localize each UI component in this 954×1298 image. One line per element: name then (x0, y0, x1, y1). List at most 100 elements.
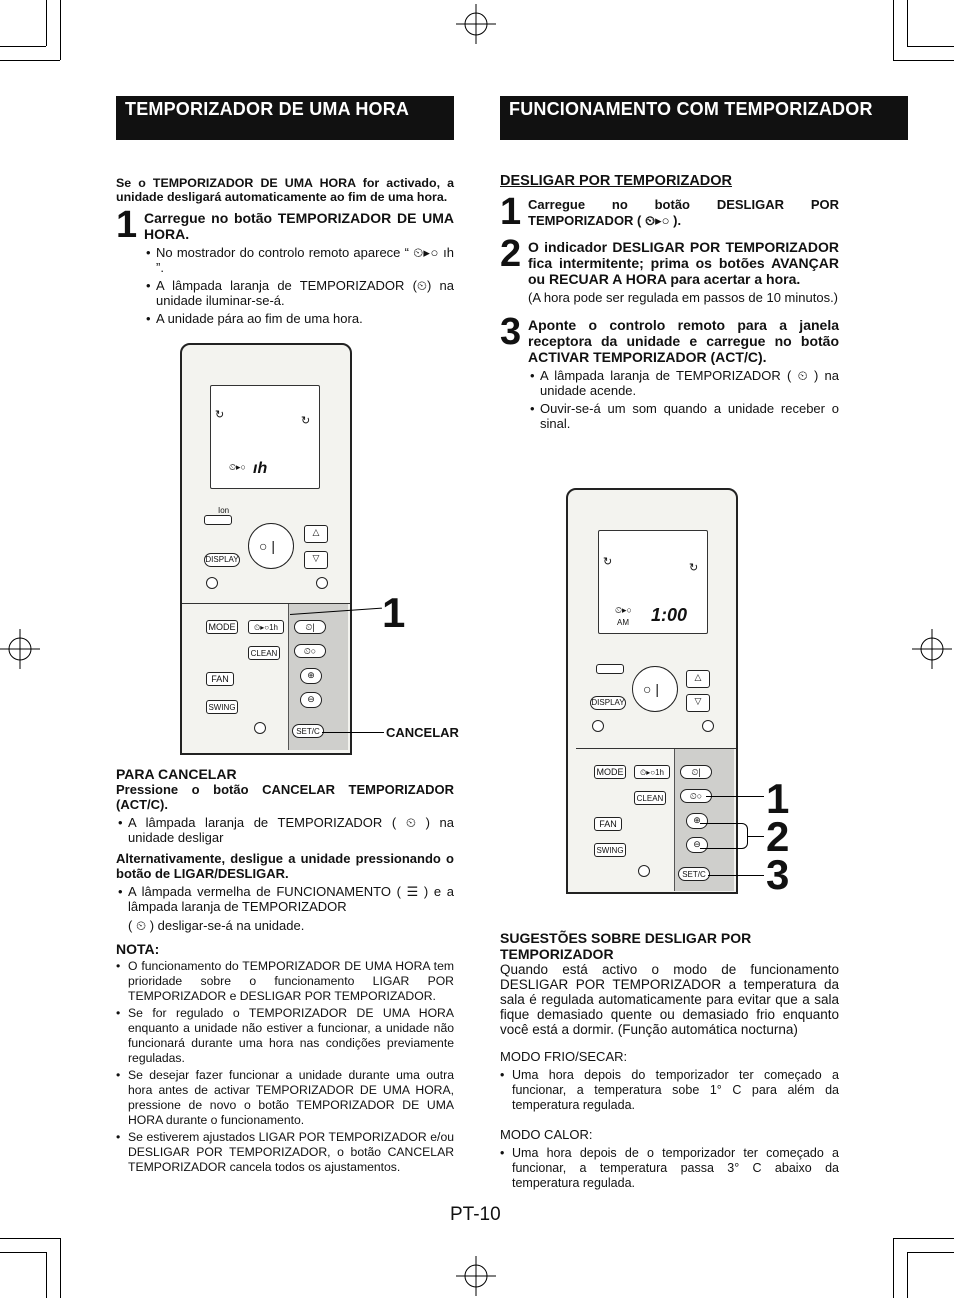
right-column: FUNCIONAMENTO COM TEMPORIZADOR DESLIGAR … (500, 96, 908, 431)
temp-up-button[interactable]: △ (686, 670, 710, 688)
crop-mark (46, 0, 47, 46)
lower-button-panel: MODE ⏲▸○1h CLEAN FAN SWING ⏲| ⏲○ ⊕ ⊖ SET… (576, 748, 736, 892)
nota-item: Se estiverem ajustados LIGAR POR TEMPORI… (116, 1130, 454, 1175)
timer-off-button[interactable]: ⏲| (294, 620, 326, 634)
page-number: PT-10 (450, 1204, 501, 1225)
round-button[interactable] (254, 722, 266, 734)
bullet: Ouvir-se-á um som quando a unidade receb… (528, 401, 839, 431)
mode-button[interactable]: MODE (206, 620, 238, 634)
mode-heading: MODO FRIO/SECAR: (500, 1049, 628, 1064)
left-column: TEMPORIZADOR DE UMA HORA Se o TEMPORIZAD… (116, 96, 454, 326)
remote-control-illustration: ↻ ↻ ⏲▸○ AM 1:00 DISPLAY ○ | △ ▽ MODE ⏲▸○… (566, 488, 738, 894)
one-hour-timer-button[interactable]: ⏲▸○1h (248, 620, 284, 634)
lcd-time: 1:00 (651, 605, 688, 625)
callout-line (748, 836, 764, 837)
lcd-display-text: ıh (253, 460, 268, 477)
callout-number: 1 (382, 589, 406, 636)
callout-line (708, 875, 764, 876)
power-button[interactable]: ○ | (248, 523, 294, 569)
callout-line (706, 796, 764, 797)
ion-button[interactable] (596, 664, 624, 674)
round-button[interactable] (702, 720, 714, 732)
crop-mark (60, 1238, 61, 1298)
round-button[interactable] (592, 720, 604, 732)
mode-bullet: Uma hora depois de o temporizador ter co… (500, 1146, 839, 1191)
timer-icon: ⏲▸○ (615, 605, 632, 615)
nota-item: Se desejar fazer funcionar a unidade dur… (116, 1068, 454, 1128)
bullet: A lâmpada laranja de TEMPORIZADOR ( ⏲ ) … (528, 368, 839, 398)
section-heading: PARA CANCELAR (116, 766, 237, 782)
step-number: 1 (116, 204, 137, 246)
power-button[interactable]: ○ | (632, 666, 678, 712)
crop-mark (893, 0, 894, 60)
round-button[interactable] (206, 577, 218, 589)
setc-button[interactable]: SET/C (292, 724, 324, 738)
timer-off-button[interactable]: ⏲| (680, 765, 712, 779)
step-number: 3 (500, 311, 521, 353)
display-button[interactable]: DISPLAY (590, 696, 626, 710)
crop-mark (46, 1252, 47, 1298)
nota-heading: NOTA: (116, 941, 160, 957)
registration-mark (0, 629, 40, 669)
setc-button[interactable]: SET/C (678, 867, 710, 881)
lower-button-panel: MODE ⏲▸○1h CLEAN FAN SWING ⏲| ⏲○ ⊕ ⊖ SET… (182, 603, 350, 753)
crop-mark (0, 60, 60, 61)
crop-mark (893, 60, 954, 61)
step-text: Aponte o controlo remoto para a janela r… (528, 317, 839, 365)
clean-button[interactable]: CLEAN (634, 791, 666, 805)
swing-button[interactable]: SWING (594, 843, 626, 857)
crop-mark (0, 46, 46, 47)
crop-mark (60, 0, 61, 60)
temp-down-button[interactable]: ▽ (686, 694, 710, 712)
temp-down-button[interactable]: ▽ (304, 551, 328, 569)
display-button[interactable]: DISPLAY (204, 553, 240, 567)
section-heading: SUGESTÕES SOBRE DESLIGAR POR TEMPORIZADO… (500, 930, 752, 962)
bullet: No mostrador do controlo remoto aparece … (144, 245, 454, 275)
step-text: Carregue no botão TEMPORIZADOR DE UMA HO… (144, 210, 454, 242)
time-forward-button[interactable]: ⊕ (300, 668, 322, 684)
step-number: 2 (500, 233, 521, 275)
tips-section: SUGESTÕES SOBRE DESLIGAR POR TEMPORIZADO… (500, 930, 839, 1191)
crop-mark (907, 1252, 908, 1298)
power-icon: ○ | (259, 538, 275, 554)
temp-up-button[interactable]: △ (304, 525, 328, 543)
swing-button[interactable]: SWING (206, 700, 238, 714)
section-banner: FUNCIONAMENTO COM TEMPORIZADOR (500, 96, 908, 140)
tips-body: Quando está activo o modo de funcionamen… (500, 962, 839, 1037)
crop-mark (893, 1238, 894, 1298)
fan-button[interactable]: FAN (206, 672, 234, 686)
one-hour-timer-button[interactable]: ⏲▸○1h (634, 765, 670, 779)
ion-label: Ion (218, 506, 230, 515)
clean-button[interactable]: CLEAN (248, 646, 280, 660)
remote-lcd: ↻ ↻ ⏲▸○ AM 1:00 (598, 530, 708, 634)
step-1: 1 Carregue no botão TEMPORIZADOR DE UMA … (116, 206, 454, 326)
callout-number: 3 (766, 851, 790, 898)
mode-bullet: Uma hora depois do temporizador ter come… (500, 1068, 839, 1113)
crop-mark (907, 0, 908, 46)
fan-button[interactable]: FAN (594, 817, 622, 831)
nota-item: O funcionamento do TEMPORIZADOR DE UMA H… (116, 959, 454, 1004)
time-back-button[interactable]: ⊖ (300, 692, 322, 708)
bullet: A lâmpada laranja de TEMPORIZADOR ( ⏲ ) … (116, 815, 454, 845)
round-button[interactable] (638, 865, 650, 877)
step-2: 2 O indicador DESLIGAR POR TEMPORIZADOR … (500, 235, 839, 305)
registration-mark (912, 629, 952, 669)
section-banner: TEMPORIZADOR DE UMA HORA (116, 96, 454, 140)
remote-lcd: ↻ ↻ ⏲▸○ ıh (210, 385, 320, 489)
round-button[interactable] (316, 577, 328, 589)
ion-button[interactable] (204, 515, 232, 525)
crop-mark (907, 46, 954, 47)
bullet-continuation: ( ⏲ ) desligar-se-á na unidade. (128, 918, 305, 933)
time-back-button[interactable]: ⊖ (686, 837, 708, 853)
am-indicator: AM (617, 618, 629, 627)
crop-mark (0, 1238, 60, 1239)
cancel-label: CANCELAR (386, 725, 459, 740)
crop-mark (907, 1252, 954, 1253)
callout-number: 1 (766, 775, 790, 822)
remote-control-illustration: ↻ ↻ ⏲▸○ ıh Ion DISPLAY ○ | △ ▽ MODE ⏲▸○1… (180, 343, 352, 755)
power-icon: ○ | (643, 681, 659, 697)
bullet: A lâmpada laranja de TEMPORIZADOR (⏲) na… (144, 278, 454, 308)
timer-on-button[interactable]: ⏲○ (294, 644, 326, 658)
alt-instruction: Alternativamente, desligue a unidade pre… (116, 851, 454, 881)
mode-button[interactable]: MODE (594, 765, 626, 779)
